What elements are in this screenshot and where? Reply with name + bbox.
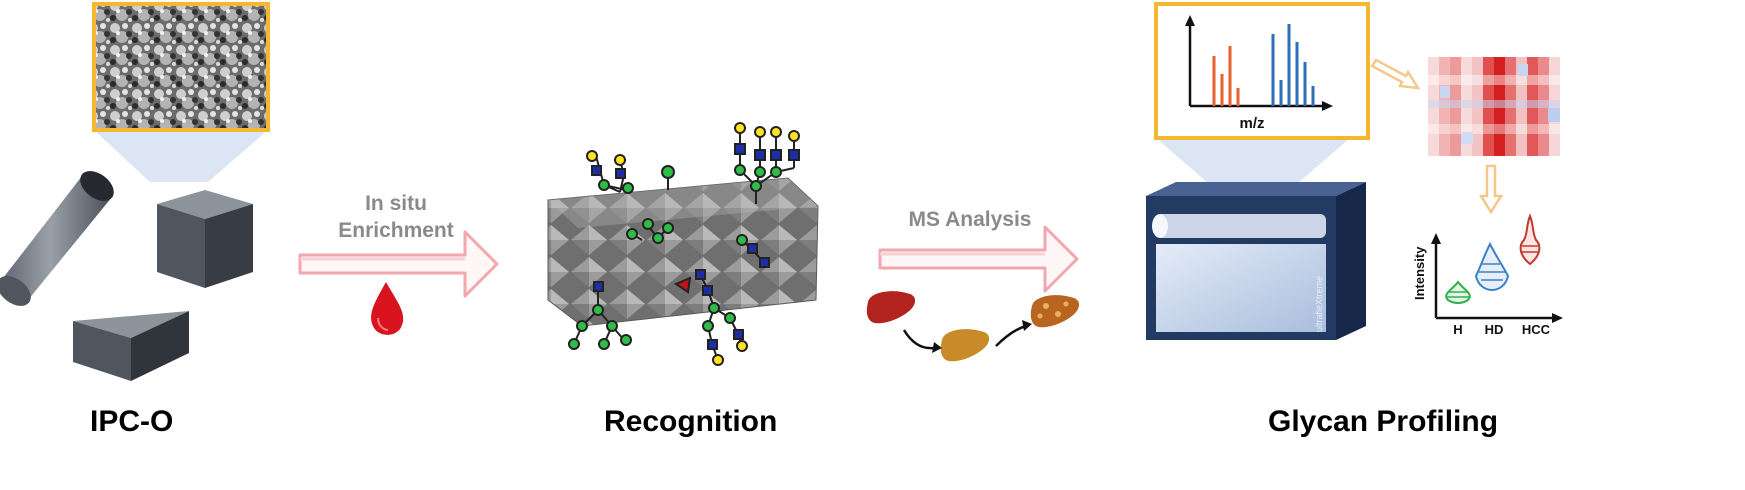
octahedral-particle (547, 177, 819, 327)
sem-frame (92, 2, 270, 132)
ms-instrument (1146, 182, 1366, 340)
stage-label-glycan-profiling: Glycan Profiling (1268, 405, 1499, 438)
flow-arrows (1370, 58, 1504, 215)
progression-arrow-2 (995, 324, 1027, 347)
sem-micrograph (94, 4, 268, 130)
mass-spectrum (1185, 15, 1333, 111)
violin-group-hcc: HCC (1522, 322, 1551, 337)
stage-label-recognition: Recognition (604, 405, 778, 438)
ms-analysis-arrow (878, 225, 1079, 293)
enrichment-label-line2: Enrichment (338, 219, 454, 242)
blood-drop-icon (371, 282, 404, 335)
violin-ylabel: Intensity (1412, 246, 1427, 300)
stage-label-ipco: IPC-O (90, 405, 174, 438)
cube-icon (157, 190, 253, 288)
violin-plot (1431, 213, 1563, 323)
progression-arrow-1 (902, 329, 935, 350)
glycan-icon (568, 122, 800, 366)
triangular-prism-icon (73, 311, 189, 381)
cylinder-icon (0, 171, 114, 306)
ms-analysis-label: MS Analysis (908, 208, 1032, 231)
spectrum-panel (1154, 2, 1370, 140)
spectrum-xlabel: m/z (1239, 115, 1264, 132)
violin-group-h: H (1453, 322, 1462, 337)
instrument-brand: ultrafleXtreme (1314, 276, 1324, 332)
enrichment-label: In situ Enrichment (326, 190, 466, 244)
enrichment-label-line1: In situ (365, 192, 427, 215)
heatmap (1428, 57, 1560, 156)
violin-group-hd: HD (1485, 322, 1504, 337)
spectrum-callout-wedge (1156, 138, 1350, 190)
liver-icon (866, 291, 1080, 362)
enrichment-arrow (298, 230, 499, 298)
sem-callout-wedge (94, 130, 268, 182)
